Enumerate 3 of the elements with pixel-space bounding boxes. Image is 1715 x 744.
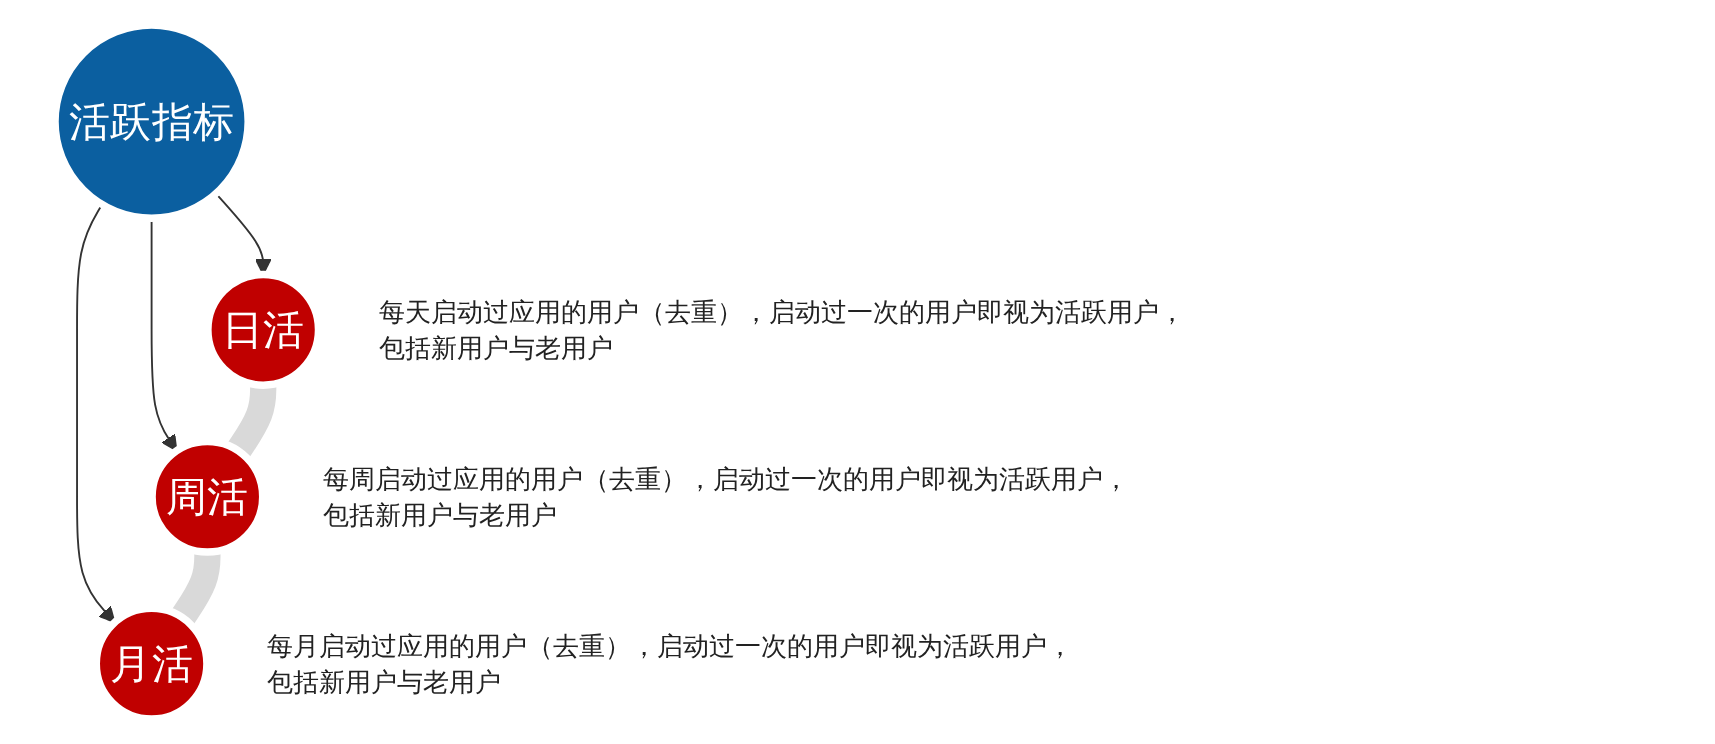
description-text: 每月启动过应用的用户（去重），启动过一次的用户即视为活跃用户，包括新用户与老用户 bbox=[266, 629, 1074, 699]
description-text: 每周启动过应用的用户（去重），启动过一次的用户即视为活跃用户，包括新用户与老用户 bbox=[322, 462, 1130, 532]
description-text: 每天启动过应用的用户（去重），启动过一次的用户即视为活跃用户，包括新用户与老用户 bbox=[378, 295, 1186, 365]
